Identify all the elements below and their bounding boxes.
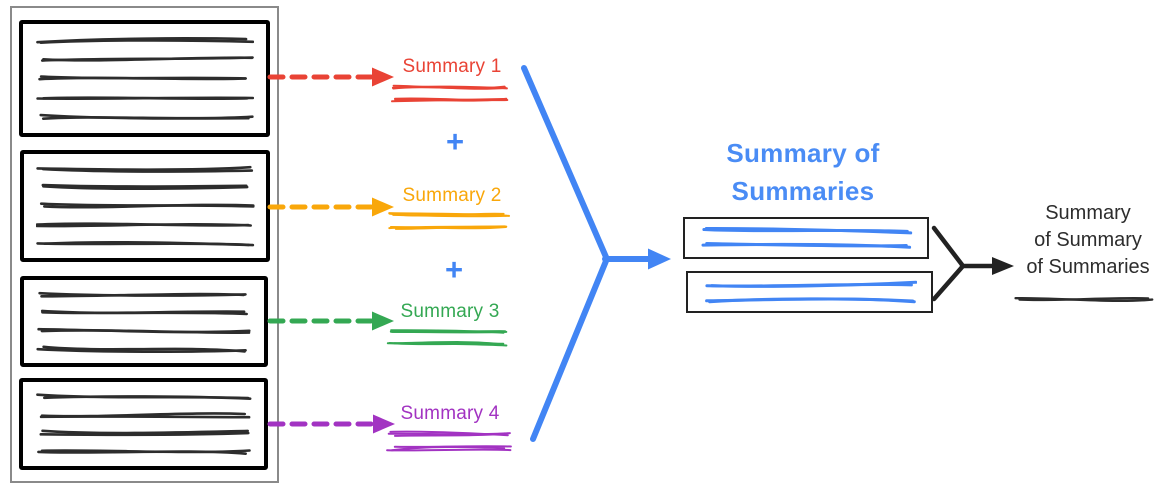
document-2-text-scribbles xyxy=(35,165,255,247)
dashed-arrow-1 xyxy=(267,67,394,87)
document-section-2 xyxy=(20,150,270,262)
summary-4-scribble xyxy=(386,430,512,452)
dashed-arrow-3 xyxy=(267,311,394,331)
source-documents-panel xyxy=(10,6,279,483)
final-summary-scribble xyxy=(1014,296,1154,303)
summary-of-summaries-title-line-2: Summaries xyxy=(731,176,875,206)
summary-1-scribble xyxy=(391,84,509,103)
summary-of-summaries-title-line-1: Summary of xyxy=(726,138,880,168)
summary-3-scribble xyxy=(386,329,508,347)
summary-box-1-scribbles xyxy=(701,226,913,249)
final-summary-label: Summary of Summary of Summaries xyxy=(1008,200,1168,281)
dashed-arrow-2 xyxy=(267,197,394,217)
summary-2-label: Summary 2 xyxy=(402,185,502,206)
dashed-arrow-4 xyxy=(267,414,395,434)
summary-of-summaries-box-1 xyxy=(683,217,929,259)
summary-box-2-scribbles xyxy=(704,280,917,304)
plus-sign-2: + xyxy=(444,252,464,287)
summary-2-scribble xyxy=(388,212,510,230)
document-4-text-scribbles xyxy=(35,393,251,455)
plus-sign-1: + xyxy=(445,124,465,159)
black-merge-arrow xyxy=(931,225,1014,302)
summary-of-summaries-title: Summary of Summaries xyxy=(688,134,918,210)
blue-merge-arrow xyxy=(521,65,671,442)
summary-1-label: Summary 1 xyxy=(402,56,502,77)
document-section-3 xyxy=(20,276,268,367)
final-summary-line-3: of Summaries xyxy=(1026,256,1150,278)
document-1-text-scribbles xyxy=(36,36,254,120)
document-section-4 xyxy=(19,378,268,470)
summary-3-label: Summary 3 xyxy=(400,301,500,322)
summary-4-label: Summary 4 xyxy=(400,403,500,424)
final-summary-line-1: Summary xyxy=(1045,202,1131,224)
final-summary-line-2: of Summary xyxy=(1034,229,1142,251)
document-3-text-scribbles xyxy=(36,291,251,353)
summary-of-summaries-box-2 xyxy=(686,271,933,313)
document-section-1 xyxy=(19,20,270,137)
